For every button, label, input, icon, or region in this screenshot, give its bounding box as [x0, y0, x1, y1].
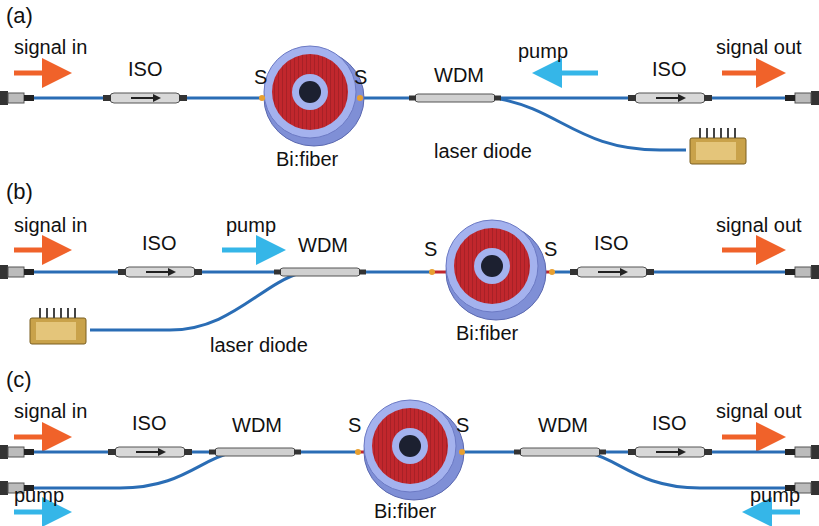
part-label: WDM	[538, 414, 588, 436]
part-label: Bi:fiber	[456, 322, 518, 344]
part-label: WDM	[232, 414, 282, 436]
part-label: signal out	[716, 400, 802, 422]
part-label: ISO	[142, 232, 176, 254]
part-label: S	[354, 66, 367, 88]
part-label: signal out	[716, 214, 802, 236]
part-label: signal in	[14, 400, 87, 422]
part-label: pump	[750, 484, 800, 506]
part-label: laser diode	[210, 334, 308, 356]
part-label: S	[254, 66, 267, 88]
part-label: ISO	[652, 58, 686, 80]
part-label: ISO	[594, 232, 628, 254]
part-label: signal in	[14, 36, 87, 58]
part-label: S	[544, 238, 557, 260]
panel-letter: (a)	[6, 4, 33, 28]
part-label: S	[424, 238, 437, 260]
part-label: S	[456, 414, 469, 436]
part-label: WDM	[298, 234, 348, 256]
part-label: WDM	[434, 64, 484, 86]
part-label: signal out	[716, 36, 802, 58]
panel-letter: (c)	[6, 368, 32, 392]
part-label: Bi:fiber	[276, 148, 338, 170]
part-label: Bi:fiber	[374, 500, 436, 522]
part-label: ISO	[652, 412, 686, 434]
part-label: ISO	[128, 58, 162, 80]
part-label: laser diode	[434, 140, 532, 162]
part-label: pump	[14, 484, 64, 506]
panel-letter: (b)	[6, 180, 33, 204]
part-label: pump	[518, 40, 568, 62]
part-label: pump	[226, 214, 276, 236]
part-label: S	[348, 414, 361, 436]
part-label: signal in	[14, 214, 87, 236]
part-label: ISO	[132, 412, 166, 434]
